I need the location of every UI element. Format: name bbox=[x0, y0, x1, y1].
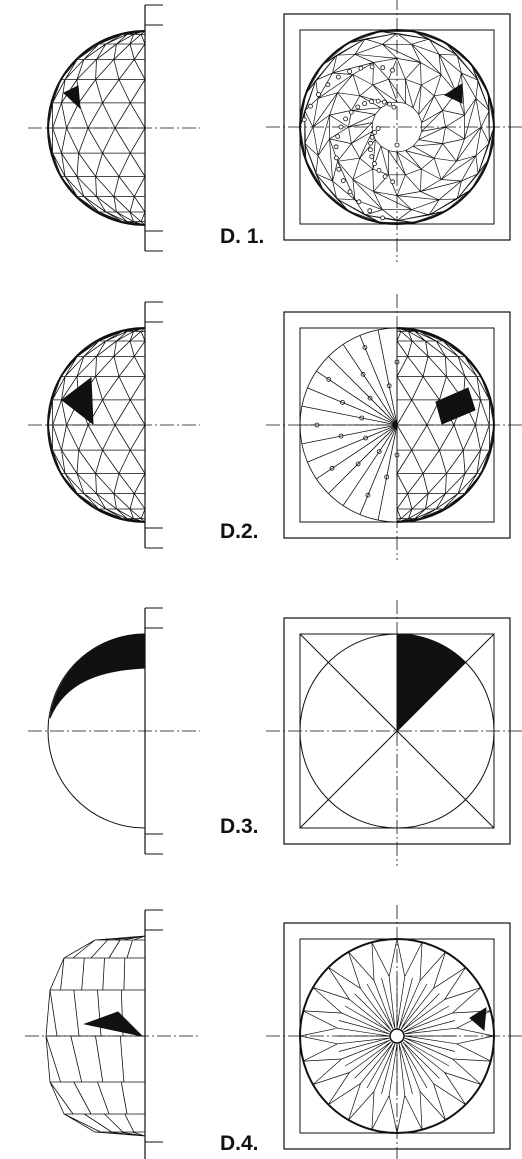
survey-point bbox=[340, 178, 346, 184]
survey-point bbox=[369, 99, 374, 104]
geodesic-mesh bbox=[47, 327, 146, 523]
oculus bbox=[389, 1028, 405, 1044]
highlighted-panel bbox=[435, 387, 476, 425]
diagram-d4 bbox=[25, 905, 522, 1159]
survey-point bbox=[333, 144, 339, 150]
diagram-d2 bbox=[28, 294, 522, 560]
diagram-d1 bbox=[28, 0, 522, 262]
survey-point bbox=[358, 65, 364, 71]
survey-point bbox=[375, 126, 381, 131]
plan-right-half bbox=[396, 327, 495, 523]
survey-point bbox=[335, 133, 341, 139]
survey-point bbox=[367, 147, 373, 153]
survey-point bbox=[390, 179, 396, 185]
survey-point bbox=[394, 142, 400, 148]
star-pattern bbox=[299, 938, 495, 1134]
survey-point bbox=[336, 166, 342, 172]
label-d4: D.4. bbox=[220, 1132, 259, 1155]
label-d3: D.3. bbox=[220, 815, 259, 838]
highlighted-segment bbox=[49, 633, 146, 719]
survey-point bbox=[391, 104, 397, 110]
survey-point bbox=[316, 92, 321, 97]
survey-point bbox=[301, 117, 307, 123]
survey-point bbox=[325, 82, 331, 88]
survey-point bbox=[355, 104, 361, 110]
highlighted-panel bbox=[469, 1007, 487, 1032]
survey-point bbox=[369, 64, 375, 70]
survey-point bbox=[375, 98, 381, 104]
survey-point bbox=[308, 103, 313, 109]
highlighted-panel bbox=[61, 377, 94, 426]
geodesic-mesh bbox=[396, 327, 495, 523]
highlighted-panel bbox=[63, 85, 81, 110]
highlighted-sector bbox=[396, 633, 467, 733]
survey-point bbox=[387, 101, 393, 107]
survey-point bbox=[348, 109, 354, 115]
survey-point bbox=[380, 65, 386, 71]
survey-point bbox=[367, 208, 373, 214]
survey-point bbox=[362, 101, 368, 106]
survey-point bbox=[381, 99, 387, 105]
dome-outline bbox=[396, 327, 495, 523]
survey-point bbox=[333, 155, 339, 161]
survey-point bbox=[382, 174, 388, 180]
survey-point bbox=[390, 67, 395, 73]
geodesic-mesh bbox=[299, 31, 495, 223]
highlighted-panel bbox=[443, 83, 463, 104]
dome-outline bbox=[47, 327, 146, 523]
radial-rays bbox=[299, 327, 398, 523]
label-d1: D. 1. bbox=[220, 225, 264, 248]
dome-outline bbox=[47, 30, 146, 226]
survey-point bbox=[356, 199, 362, 205]
survey-point bbox=[369, 134, 375, 140]
survey-point bbox=[343, 116, 349, 122]
survey-point bbox=[376, 167, 382, 173]
diagram-d3 bbox=[28, 600, 522, 866]
survey-point bbox=[372, 129, 378, 135]
polyhedral-dome bbox=[45, 935, 146, 1137]
survey-point bbox=[369, 154, 375, 160]
label-d2: D.2. bbox=[220, 520, 259, 543]
survey-point bbox=[368, 140, 374, 146]
survey-point bbox=[335, 74, 341, 80]
survey-point bbox=[380, 215, 386, 221]
survey-point bbox=[347, 69, 353, 74]
survey-point bbox=[347, 189, 353, 195]
survey-point bbox=[338, 124, 344, 130]
highlighted-panel bbox=[83, 1011, 144, 1037]
geodesic-mesh bbox=[47, 30, 146, 226]
survey-point bbox=[372, 161, 377, 167]
